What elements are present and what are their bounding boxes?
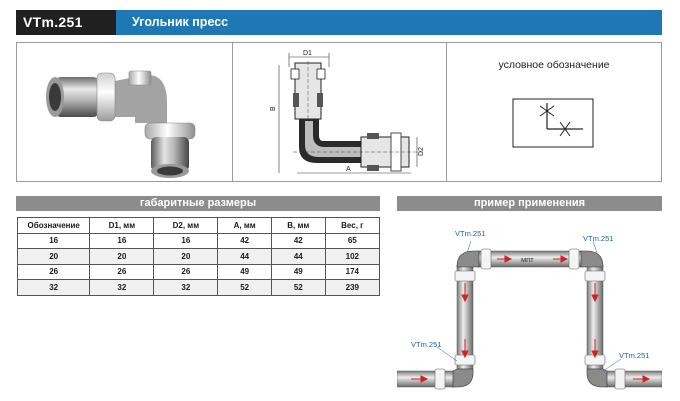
table-cell: 42	[271, 232, 326, 249]
example-label-vtm251: VTm.251	[455, 229, 486, 238]
product-code: VTm.251	[16, 10, 116, 35]
table-cell: 102	[324, 248, 381, 265]
table-row: 16 16 16 42 42 65	[16, 232, 381, 249]
product-panel: D1 D2 B A	[16, 42, 662, 182]
table-cell: 239	[324, 279, 381, 296]
header-bar: VTm.251 Угольник пресс	[16, 10, 662, 35]
table-row: 26 26 26 49 49 174	[16, 263, 381, 280]
table-cell: 20	[89, 248, 155, 265]
col-header: D1, мм	[89, 217, 155, 234]
table-cell: 52	[217, 279, 272, 296]
symbol-cell: условное обозначение	[447, 43, 661, 181]
table-cell: 44	[271, 248, 326, 265]
table-cell: 32	[153, 279, 219, 296]
table-cell: 32	[89, 279, 155, 296]
col-header: B, мм	[271, 217, 326, 234]
table-cell: 44	[217, 248, 272, 265]
technical-drawing: D1 D2 B A	[233, 43, 446, 181]
cell-divider	[232, 43, 233, 181]
example-label-vtm251: VTm.251	[411, 340, 442, 349]
cell-divider	[446, 43, 447, 181]
table-header-row: Обозначение D1, мм D2, мм A, мм B, мм Ве…	[16, 217, 381, 234]
table-cell: 26	[153, 263, 219, 280]
table-cell: 20	[153, 248, 219, 265]
table-cell: 16	[89, 232, 155, 249]
table-cell: 49	[217, 263, 272, 280]
dimensions-header: габаритные размеры	[16, 196, 380, 211]
table-row: 32 32 32 52 52 239	[16, 279, 381, 296]
table-cell: 32	[16, 279, 91, 296]
col-header: Обозначение	[16, 217, 91, 234]
product-title: Угольник пресс	[132, 15, 229, 29]
pipe-label: мпт	[521, 255, 534, 264]
table-cell: 49	[271, 263, 326, 280]
symbol-caption: условное обозначение	[498, 59, 610, 71]
product-photo	[17, 43, 232, 181]
table-cell: 16	[153, 232, 219, 249]
table-cell: 174	[324, 263, 381, 280]
dimensions-table: Обозначение D1, мм D2, мм A, мм B, мм Ве…	[16, 217, 381, 296]
example-label-vtm251: VTm.251	[619, 351, 650, 360]
dim-a-label: A	[346, 166, 351, 173]
table-cell: 65	[324, 232, 381, 249]
example-label-vtm251: VTm.251	[583, 234, 614, 243]
dim-b-label: B	[270, 106, 277, 111]
table-cell: 26	[16, 263, 91, 280]
col-header: Вес, г	[324, 217, 381, 234]
example-header: пример применения	[397, 196, 662, 211]
dim-d2-label: D2	[418, 147, 425, 156]
dim-d1-label: D1	[303, 50, 312, 57]
table-row: 20 20 20 44 44 102	[16, 248, 381, 265]
col-header: D2, мм	[153, 217, 219, 234]
col-header: A, мм	[217, 217, 272, 234]
table-cell: 52	[271, 279, 326, 296]
elbow-symbol-icon	[512, 98, 594, 148]
table-cell: 26	[89, 263, 155, 280]
table-cell: 20	[16, 248, 91, 265]
table-cell: 42	[217, 232, 272, 249]
table-cell: 16	[16, 232, 91, 249]
example-diagram: VTm.251 VTm.251 VTm.251 VTm.251 мпт	[397, 213, 662, 401]
